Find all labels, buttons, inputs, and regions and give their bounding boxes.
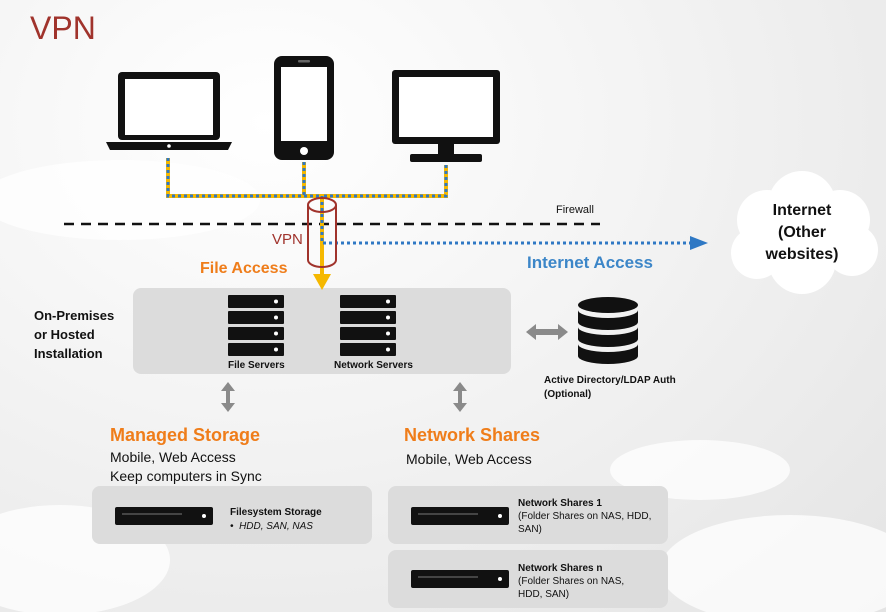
network-shares-1-line2: SAN): [518, 524, 542, 535]
network-servers-shares-arrow: [453, 382, 467, 412]
gray-double-arrows: [221, 324, 568, 412]
active-directory-line1: Active Directory/LDAP Auth: [544, 375, 676, 386]
managed-storage-line1: Mobile, Web Access: [110, 449, 236, 465]
laptop-icon: [106, 72, 232, 150]
file-servers-label: File Servers: [228, 360, 285, 371]
network-server-rack-icon: [340, 295, 396, 356]
network-shares-1-line1: (Folder Shares on NAS, HDD,: [518, 511, 652, 522]
filesystem-storage-drive-icon: [115, 507, 213, 525]
vpn-tunnel: [307, 197, 337, 268]
file-access-label: File Access: [200, 260, 288, 277]
filesystem-storage-label: Filesystem Storage • HDD, SAN, NAS: [230, 506, 322, 534]
page-title: VPN: [30, 10, 96, 46]
network-shares-1-title: Network Shares 1: [518, 498, 602, 509]
filesystem-storage-bullet-text: HDD, SAN, NAS: [239, 521, 313, 532]
firewall-label: Firewall: [556, 204, 594, 216]
network-shares-1-drive-icon: [411, 507, 509, 525]
managed-storage-line2: Keep computers in Sync: [110, 468, 262, 484]
network-shares-n-title: Network Shares n: [518, 563, 603, 574]
monitor-icon: [392, 70, 500, 162]
internet-line3: websites): [765, 246, 839, 263]
network-servers-label: Network Servers: [334, 360, 413, 371]
laptop-blue-wire: [166, 158, 322, 198]
active-directory-label: Active Directory/LDAP Auth (Optional): [544, 374, 676, 402]
monitor-yellow-wire: [322, 165, 448, 198]
managed-storage-description: Mobile, Web Access Keep computers in Syn…: [110, 448, 262, 486]
file-server-rack-icon: [228, 295, 284, 356]
laptop-yellow-wire: [166, 158, 322, 198]
network-shares-1-label: Network Shares 1 (Folder Shares on NAS, …: [518, 497, 651, 536]
internet-label: Internet (Other websites): [742, 200, 862, 266]
internet-blue-wire: [320, 196, 690, 245]
internet-cloud-shape: [731, 171, 878, 294]
network-shares-n-line1: (Folder Shares on NAS,: [518, 576, 625, 587]
on-premises-line1: On-Premises: [34, 308, 115, 323]
filesystem-storage-title: Filesystem Storage: [230, 507, 322, 518]
file-access-arrowhead: [313, 274, 331, 290]
active-directory-line2: (Optional): [544, 389, 592, 400]
internet-line1: Internet: [772, 202, 832, 219]
managed-storage-title: Managed Storage: [110, 425, 261, 445]
monitor-blue-wire: [322, 165, 448, 198]
internet-arrowhead: [690, 236, 708, 250]
smartphone-icon: [274, 56, 334, 160]
ad-link-arrow: [526, 324, 568, 340]
filesystem-storage-bullet: • HDD, SAN, NAS: [230, 521, 313, 532]
servers-box: [133, 288, 511, 374]
network-shares-title: Network Shares: [404, 425, 541, 445]
network-shares-n-line2: HDD, SAN): [518, 589, 570, 600]
internet-line2: (Other: [778, 224, 826, 241]
internet-access-label: Internet Access: [527, 253, 653, 272]
file-servers-storage-arrow: [221, 382, 235, 412]
on-premises-line3: Installation: [34, 346, 103, 361]
network-shares-line1: Mobile, Web Access: [406, 451, 532, 467]
network-shares-n-drive-icon: [411, 570, 509, 588]
vpn-label: VPN: [272, 231, 303, 248]
network-shares-n-label: Network Shares n (Folder Shares on NAS, …: [518, 562, 624, 601]
on-premises-line2: or Hosted: [34, 327, 95, 342]
database-icon: [578, 297, 638, 364]
on-premises-label: On-Premises or Hosted Installation: [34, 306, 114, 363]
